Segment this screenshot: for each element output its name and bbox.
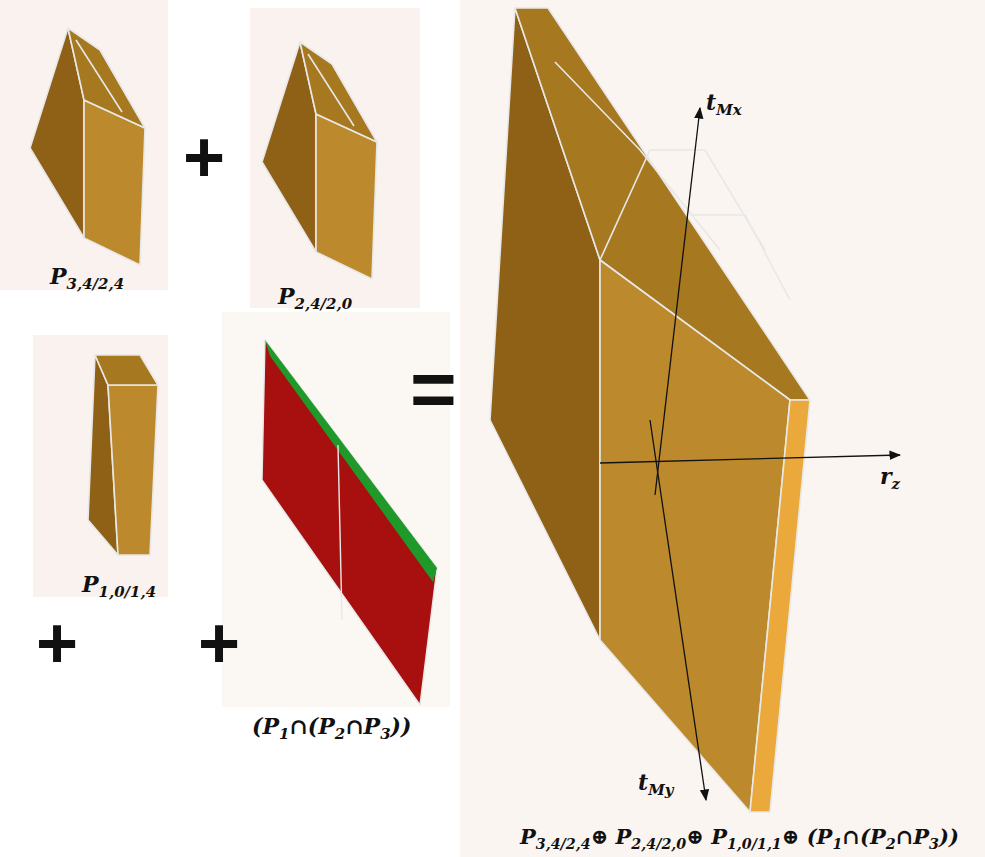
axis-label: tMx: [706, 90, 742, 119]
polytope-caption: ∩(P: [289, 713, 334, 739]
operator-sign: +: [36, 603, 78, 683]
subscript-label: 2,4/2,0: [631, 836, 686, 852]
subscript-label: 3: [380, 725, 390, 743]
subscript-label: 1: [279, 725, 289, 743]
axis-label: t: [706, 89, 716, 115]
polytope-edge: [690, 215, 790, 300]
axis-label: t: [638, 769, 648, 795]
subscript-label: 3,4/2,4: [67, 275, 125, 293]
sum-formula: ⊕ P: [591, 824, 632, 849]
sum-formula: ∩P: [896, 824, 929, 849]
polytope-caption: (P: [252, 713, 279, 739]
subscript-label: 3,4/2,4: [536, 836, 591, 852]
operator-sign: +: [198, 603, 240, 683]
prism-two: [262, 42, 377, 279]
operator-sign: +: [198, 604, 240, 683]
sum-formula: ⊕ (P: [782, 824, 833, 849]
panel: [0, 0, 168, 290]
sum-formula: P: [520, 824, 536, 849]
subscript-label: 3: [929, 836, 939, 852]
polytope-caption: P: [82, 571, 99, 597]
polytope-caption: P: [50, 263, 67, 289]
polytope-edge: [600, 150, 650, 260]
subscript-label: My: [648, 781, 673, 799]
panel: [250, 8, 420, 308]
operator-sign: +: [183, 118, 225, 197]
sum-formula: )): [939, 824, 959, 849]
subscript-label: 1,0/1,4: [99, 583, 157, 601]
polytope-caption: (P1∩(P2∩P3)): [252, 714, 411, 743]
operator-sign: =: [410, 345, 457, 433]
prism-three: [88, 355, 158, 555]
axes: [600, 108, 900, 800]
polytope-face: [750, 400, 810, 812]
operator-sign: +: [183, 117, 225, 197]
axis-label: r: [880, 463, 892, 489]
operator-sign: =: [410, 344, 457, 433]
prism-face: [84, 100, 145, 265]
prism-face: [108, 385, 158, 555]
prism-edge: [308, 54, 354, 126]
subscript-label: z: [892, 475, 901, 493]
polytope-caption: )): [391, 713, 412, 739]
subscript-label: 2: [335, 725, 345, 743]
sum-formula: P3,4/2,4⊕ P2,4/2,0⊕ P1,0/1,1⊕ (P1∩(P2∩P3…: [520, 825, 959, 853]
prism-one: [30, 28, 145, 265]
polytope-edge: [650, 150, 765, 250]
minkowski-sum-polytope: [490, 8, 810, 812]
axis-arrow: [650, 420, 706, 800]
axis-arrow: [655, 108, 700, 495]
polytope-caption: P: [278, 283, 295, 309]
polytope-caption: P1,0/1,4: [82, 572, 156, 601]
prism-face: [95, 355, 158, 385]
polytope-caption: P2,4/2,0: [278, 284, 352, 313]
panel: [460, 0, 985, 857]
prism-face: [68, 28, 145, 128]
sum-formula: ∩(P: [842, 824, 885, 849]
polytope-caption: P3,4/2,4: [50, 264, 124, 293]
subscript-label: 1: [832, 836, 842, 852]
axis-label: rz: [880, 464, 900, 493]
subscript-label: 2,4/2,0: [295, 295, 353, 313]
panel: [33, 335, 168, 597]
subscript-label: 1,0/1,1: [727, 836, 782, 852]
prism-edge: [76, 40, 122, 112]
sum-formula: ⊕ P: [686, 824, 727, 849]
subscript-label: Mx: [716, 101, 741, 119]
prism-face: [300, 42, 377, 142]
axis-label: tMy: [638, 770, 673, 799]
operator-sign: +: [36, 604, 78, 683]
polytope-caption: ∩P: [345, 713, 380, 739]
polytope-edge: [555, 62, 720, 250]
prism-face: [316, 114, 377, 279]
axis-arrow: [600, 455, 900, 463]
polytope-edge: [338, 445, 342, 620]
subscript-label: 2: [886, 836, 896, 852]
